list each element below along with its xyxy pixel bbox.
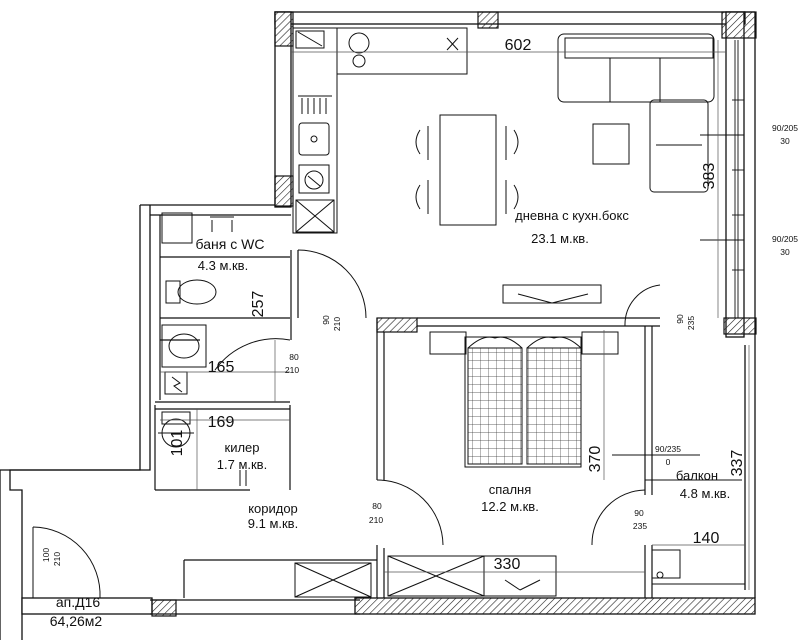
entry-door-height: 210 <box>52 552 62 566</box>
door-balcony-width: 90 <box>675 314 685 324</box>
bedroom-name: спалня <box>489 482 532 497</box>
interior-walls <box>154 215 660 598</box>
tv-unit <box>502 284 602 304</box>
dimension-101: 101 <box>169 430 186 457</box>
structural-columns <box>151 11 757 617</box>
balcony-area: 4.8 м.кв. <box>680 486 730 501</box>
balcony-name: балкон <box>676 468 718 483</box>
door-bedroom-width: 80 <box>372 501 382 511</box>
kitchen-counter <box>292 27 468 234</box>
door-living-width: 90 <box>321 315 331 325</box>
door-bedroom-balcony-width: 90 <box>634 508 644 518</box>
corridor-name: коридор <box>248 501 298 516</box>
dimension-165: 165 <box>208 359 235 376</box>
double-bed <box>429 331 619 468</box>
door-living-height: 210 <box>332 317 342 331</box>
windows <box>612 40 744 481</box>
dimension-383: 383 <box>701 163 718 190</box>
doors <box>32 249 661 599</box>
door-bedroom-height: 210 <box>369 515 383 525</box>
dimension-370: 370 <box>587 446 604 473</box>
dimension-lines <box>160 40 750 590</box>
dimension-602: 602 <box>505 37 532 54</box>
unit-area: 64,26м2 <box>50 613 103 629</box>
storage-fixtures <box>158 411 247 486</box>
dimension-330: 330 <box>494 556 521 573</box>
door-balcony-height: 235 <box>686 316 696 330</box>
bedroom-area: 12.2 м.кв. <box>481 499 539 514</box>
unit-name: ап.Д16 <box>56 594 101 610</box>
window-2-size: 90/205 <box>772 234 798 244</box>
bathroom-fixtures <box>161 212 234 395</box>
balcony-door-size: 90/235 <box>655 444 681 454</box>
living-room-area: 23.1 м.кв. <box>531 231 589 246</box>
door-bath-width: 80 <box>289 352 299 362</box>
dimension-169: 169 <box>208 414 235 431</box>
window-1-sill: 30 <box>780 136 790 146</box>
storage-name: килер <box>225 440 260 455</box>
dimension-140: 140 <box>693 530 720 547</box>
bathroom-area: 4.3 м.кв. <box>198 258 248 273</box>
entry-door-width: 100 <box>41 548 51 562</box>
balcony-door-sill: 0 <box>666 457 671 467</box>
corridor-area: 9.1 м.кв. <box>248 516 298 531</box>
storage-area: 1.7 м.кв. <box>217 457 267 472</box>
living-room-name: дневна с кухн.бокс <box>515 208 629 223</box>
balcony-fixture <box>651 549 745 585</box>
bathroom-name: баня с WC <box>196 236 265 252</box>
door-bath-height: 210 <box>285 365 299 375</box>
window-2-sill: 30 <box>780 247 790 257</box>
wardrobes <box>294 555 557 598</box>
window-1-size: 90/205 <box>772 123 798 133</box>
door-bedroom-balcony-height: 235 <box>633 521 647 531</box>
dimension-257: 257 <box>250 291 267 318</box>
dimension-337: 337 <box>729 450 746 477</box>
dining-table <box>415 114 519 226</box>
sofa <box>557 33 715 193</box>
